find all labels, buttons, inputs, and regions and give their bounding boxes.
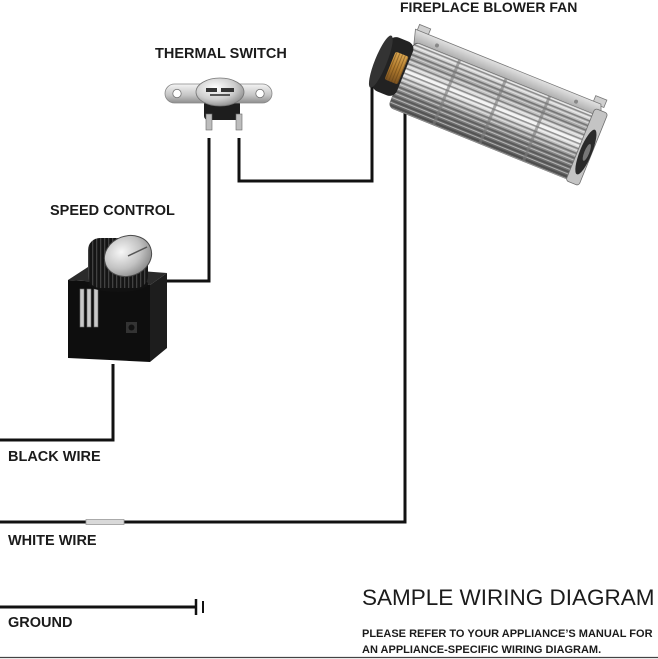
thermal-print-mark-2 — [221, 88, 234, 92]
manual-note: PLEASE REFER TO YOUR APPLIANCE’S MANUAL … — [362, 626, 653, 658]
fan-cage-rib-2 — [478, 78, 508, 145]
thermal-to-fan-wire — [237, 82, 374, 183]
thermal-switch-illustration — [164, 77, 273, 131]
white-wire — [0, 100, 407, 524]
speed-control-mount-hole-center — [128, 324, 135, 331]
fan-outlet-hub — [582, 143, 591, 161]
speed-control-label: SPEED CONTROL — [50, 203, 175, 219]
thermal-mount-hole-right — [255, 88, 265, 99]
thermal-terminal-left — [205, 113, 213, 131]
note-line-2: AN APPLIANCE-SPECIFIC WIRING DIAGRAM. — [362, 644, 602, 656]
thermal-print-mark-3 — [210, 94, 230, 96]
speed-control-illustration — [68, 234, 167, 362]
fan-motor-coil-windings — [385, 52, 409, 84]
thermal-print-mark-1 — [206, 88, 217, 92]
thermal-terminal-right — [235, 113, 243, 131]
ground-label: GROUND — [8, 615, 73, 631]
fan-rivet-right — [574, 99, 579, 104]
white-wire-label: WHITE WIRE — [8, 533, 97, 549]
fan-cage-rib-3 — [521, 95, 551, 162]
speed-control-terminal-1 — [79, 288, 85, 328]
fan-rivet-left — [434, 43, 439, 48]
thermal-dome — [195, 77, 245, 107]
black-wire-label: BLACK WIRE — [8, 449, 101, 465]
blower-fan-label: FIREPLACE BLOWER FAN — [400, 0, 578, 15]
fan-cage-rib-1 — [432, 59, 462, 126]
note-line-1: PLEASE REFER TO YOUR APPLIANCE’S MANUAL … — [362, 628, 653, 640]
white-wire-splice — [85, 519, 125, 525]
speed-control-knob-pointer — [127, 246, 148, 257]
speed-control-terminal-3 — [93, 288, 99, 328]
fan-motor-end-cap — [368, 35, 393, 88]
speed-control-terminal-2 — [86, 288, 92, 328]
thermal-switch-label: THERMAL SWITCH — [155, 46, 287, 62]
speed-control-box-side — [150, 273, 167, 362]
speed-to-thermal-wire — [167, 138, 211, 283]
thermal-mount-hole-left — [172, 88, 182, 99]
black-wire — [0, 364, 115, 442]
diagram-title: SAMPLE WIRING DIAGRAM — [362, 585, 655, 610]
blower-fan-illustration — [368, 23, 608, 186]
